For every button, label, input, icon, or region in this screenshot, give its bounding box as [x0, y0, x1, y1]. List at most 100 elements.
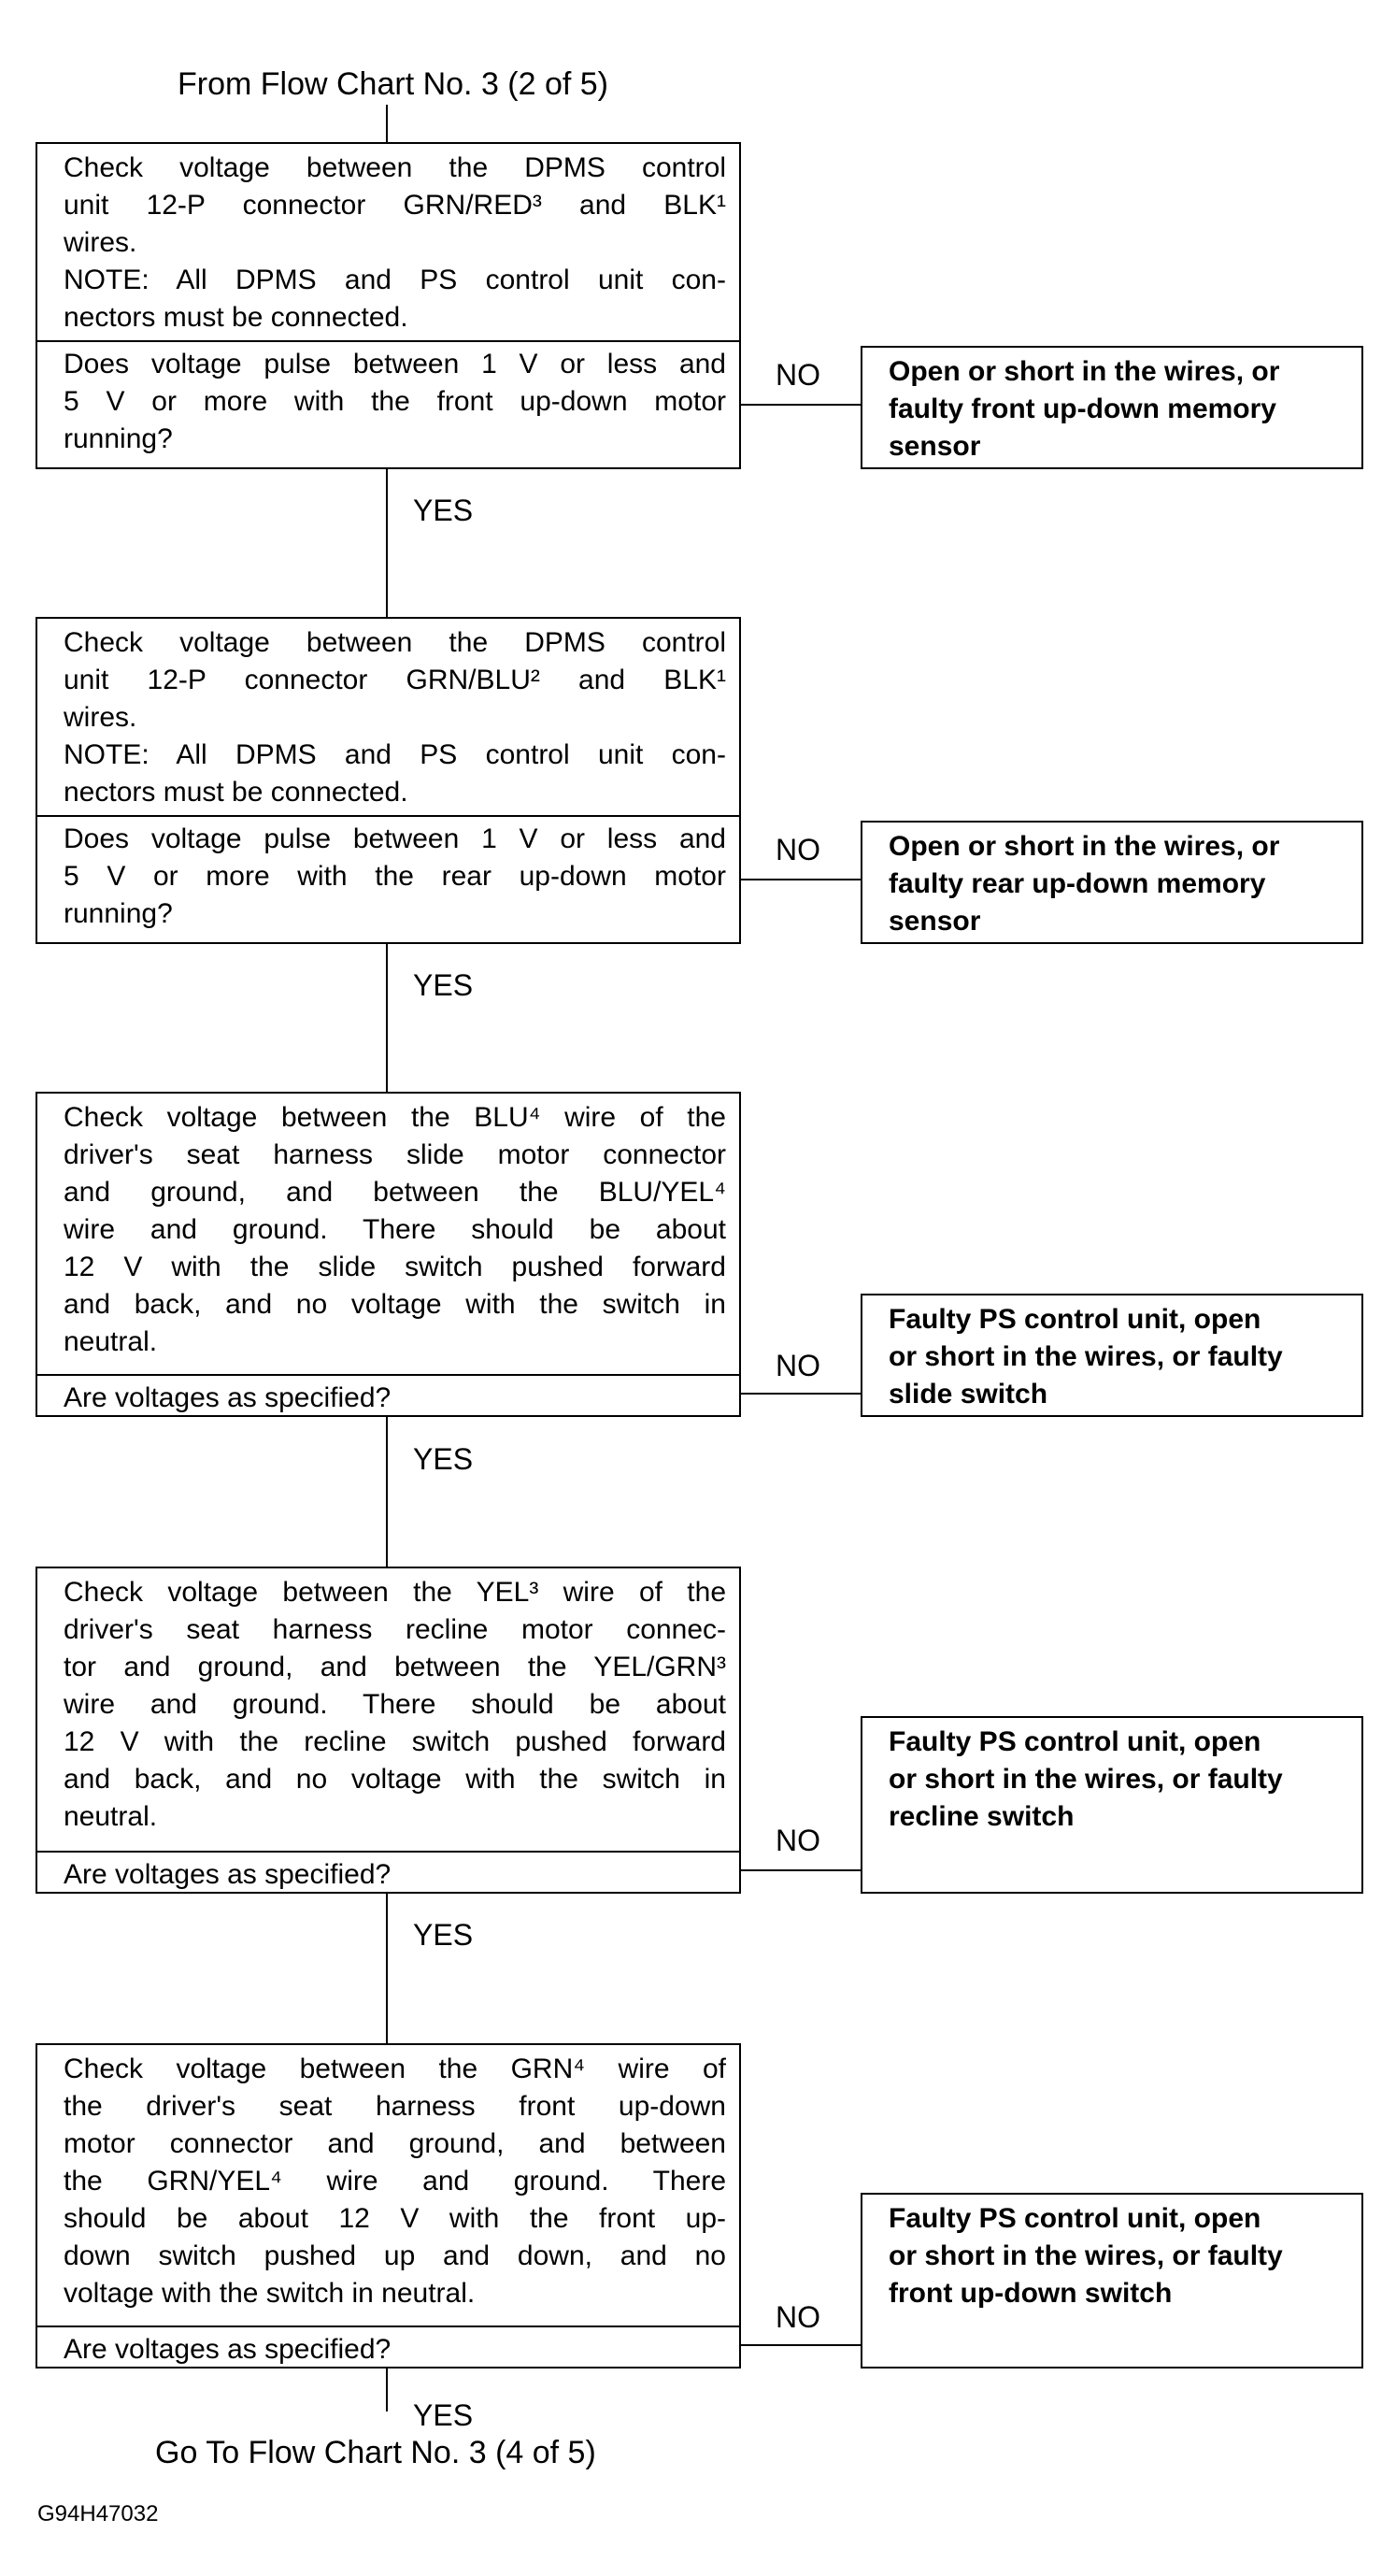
connector-entry [386, 105, 388, 142]
no-connector-3 [741, 1393, 861, 1395]
check-line: Check voltage between the GRN⁴ wire of [64, 2054, 726, 2084]
check-line: wires. [64, 227, 137, 258]
check-line: driver's seat harness recline motor conn… [64, 1614, 726, 1645]
check-line: the GRN/YEL⁴ wire and ground. There [64, 2166, 726, 2197]
result-line: Faulty PS control unit, open [889, 2203, 1261, 2234]
no-label-3: NO [776, 1349, 820, 1382]
check-line: and back, and no voltage with the switch… [64, 1764, 726, 1795]
result-line: faulty front up-down memory [889, 394, 1276, 424]
no-label-5: NO [776, 2300, 820, 2334]
check-line: motor connector and ground, and between [64, 2128, 726, 2159]
result-line: sensor [889, 906, 981, 937]
no-connector-4 [741, 1869, 861, 1871]
check-line: driver's seat harness slide motor connec… [64, 1139, 726, 1170]
question-line: 5 V or more with the rear up-down motor [64, 861, 726, 892]
step-5-question-text: Are voltages as specified? [37, 2326, 739, 2368]
check-line: 12 V with the recline switch pushed forw… [64, 1726, 726, 1757]
step-1-result-text: Open or short in the wires, or faulty fr… [862, 348, 1361, 465]
check-line: unit 12-P connector GRN/BLU² and BLK¹ [64, 665, 726, 695]
check-line: wire and ground. There should be about [64, 1689, 726, 1720]
check-line: Check voltage between the BLU⁴ wire of t… [64, 1102, 726, 1133]
no-connector-5 [741, 2344, 861, 2346]
check-line: nectors must be connected. [64, 302, 408, 333]
step-2-box: Check voltage between the DPMS control u… [36, 617, 741, 944]
check-line: should be about 12 V with the front up- [64, 2203, 726, 2234]
yes-connector-4 [386, 1894, 388, 2043]
figure-code: G94H47032 [37, 2501, 159, 2526]
result-line: Open or short in the wires, or [889, 356, 1280, 387]
question-line: running? [64, 898, 173, 929]
step-2-check-text: Check voltage between the DPMS control u… [37, 619, 739, 815]
step-1-box: Check voltage between the DPMS control u… [36, 142, 741, 469]
check-line: wires. [64, 702, 137, 733]
no-label-1: NO [776, 358, 820, 392]
result-line: or short in the wires, or faulty [889, 1341, 1283, 1372]
to-flowchart-label: Go To Flow Chart No. 3 (4 of 5) [155, 2435, 596, 2470]
check-line: 12 V with the slide switch pushed forwar… [64, 1252, 726, 1282]
check-line: NOTE: All DPMS and PS control unit con- [64, 739, 726, 770]
check-line: nectors must be connected. [64, 777, 408, 808]
question-line: running? [64, 423, 173, 454]
no-label-4: NO [776, 1824, 820, 1857]
step-3-question-text: Are voltages as specified? [37, 1374, 739, 1417]
check-line: NOTE: All DPMS and PS control unit con- [64, 265, 726, 295]
no-label-2: NO [776, 833, 820, 866]
result-line: Open or short in the wires, or [889, 831, 1280, 862]
yes-label-4: YES [413, 1918, 474, 1952]
no-connector-2 [741, 879, 861, 880]
question-line: Are voltages as specified? [64, 1859, 392, 1890]
result-line: sensor [889, 431, 981, 462]
yes-connector-5 [386, 2368, 388, 2411]
yes-label-1: YES [413, 494, 474, 527]
yes-label-5: YES [413, 2398, 474, 2432]
step-5-result-text: Faulty PS control unit, open or short in… [862, 2195, 1361, 2312]
check-line: Check voltage between the DPMS control [64, 627, 726, 658]
step-4-check-text: Check voltage between the YEL³ wire of t… [37, 1568, 739, 1851]
step-2-result-text: Open or short in the wires, or faulty re… [862, 823, 1361, 940]
yes-connector-1 [386, 469, 388, 617]
step-4-box: Check voltage between the YEL³ wire of t… [36, 1567, 741, 1894]
check-line: and ground, and between the BLU/YEL⁴ [64, 1177, 726, 1208]
yes-connector-3 [386, 1417, 388, 1567]
yes-label-3: YES [413, 1442, 474, 1476]
step-5-check-text: Check voltage between the GRN⁴ wire of t… [37, 2045, 739, 2326]
check-line: unit 12-P connector GRN/RED³ and BLK¹ [64, 190, 726, 221]
step-3-check-text: Check voltage between the BLU⁴ wire of t… [37, 1094, 739, 1374]
result-line: slide switch [889, 1379, 1048, 1410]
check-line: Check voltage between the YEL³ wire of t… [64, 1577, 726, 1608]
yes-label-2: YES [413, 968, 474, 1002]
step-1-result-box: Open or short in the wires, or faulty fr… [861, 346, 1363, 469]
question-line: Are voltages as specified? [64, 2334, 392, 2365]
check-line: Check voltage between the DPMS control [64, 152, 726, 183]
result-line: recline switch [889, 1801, 1075, 1832]
step-4-result-text: Faulty PS control unit, open or short in… [862, 1718, 1361, 1836]
step-1-question-text: Does voltage pulse between 1 V or less a… [37, 340, 739, 458]
question-line: Does voltage pulse between 1 V or less a… [64, 349, 726, 379]
check-line: neutral. [64, 1801, 158, 1832]
step-3-result-text: Faulty PS control unit, open or short in… [862, 1295, 1361, 1413]
check-line: down switch pushed up and down, and no [64, 2240, 726, 2271]
check-line: neutral. [64, 1326, 158, 1357]
step-3-result-box: Faulty PS control unit, open or short in… [861, 1294, 1363, 1417]
step-1-check-text: Check voltage between the DPMS control u… [37, 144, 739, 340]
no-connector-1 [741, 404, 861, 406]
check-line: and back, and no voltage with the switch… [64, 1289, 726, 1320]
step-4-question-text: Are voltages as specified? [37, 1851, 739, 1894]
result-line: front up-down switch [889, 2278, 1173, 2309]
from-flowchart-label: From Flow Chart No. 3 (2 of 5) [178, 66, 609, 102]
yes-connector-2 [386, 944, 388, 1092]
check-line: the driver's seat harness front up-down [64, 2091, 726, 2122]
question-line: 5 V or more with the front up-down motor [64, 386, 726, 417]
result-line: or short in the wires, or faulty [889, 1764, 1283, 1795]
step-2-question-text: Does voltage pulse between 1 V or less a… [37, 815, 739, 933]
result-line: faulty rear up-down memory [889, 868, 1266, 899]
step-2-result-box: Open or short in the wires, or faulty re… [861, 821, 1363, 944]
result-line: or short in the wires, or faulty [889, 2240, 1283, 2271]
check-line: voltage with the switch in neutral. [64, 2278, 476, 2309]
step-4-result-box: Faulty PS control unit, open or short in… [861, 1716, 1363, 1894]
result-line: Faulty PS control unit, open [889, 1304, 1261, 1335]
check-line: wire and ground. There should be about [64, 1214, 726, 1245]
step-3-box: Check voltage between the BLU⁴ wire of t… [36, 1092, 741, 1417]
step-5-box: Check voltage between the GRN⁴ wire of t… [36, 2043, 741, 2368]
question-line: Are voltages as specified? [64, 1382, 392, 1413]
